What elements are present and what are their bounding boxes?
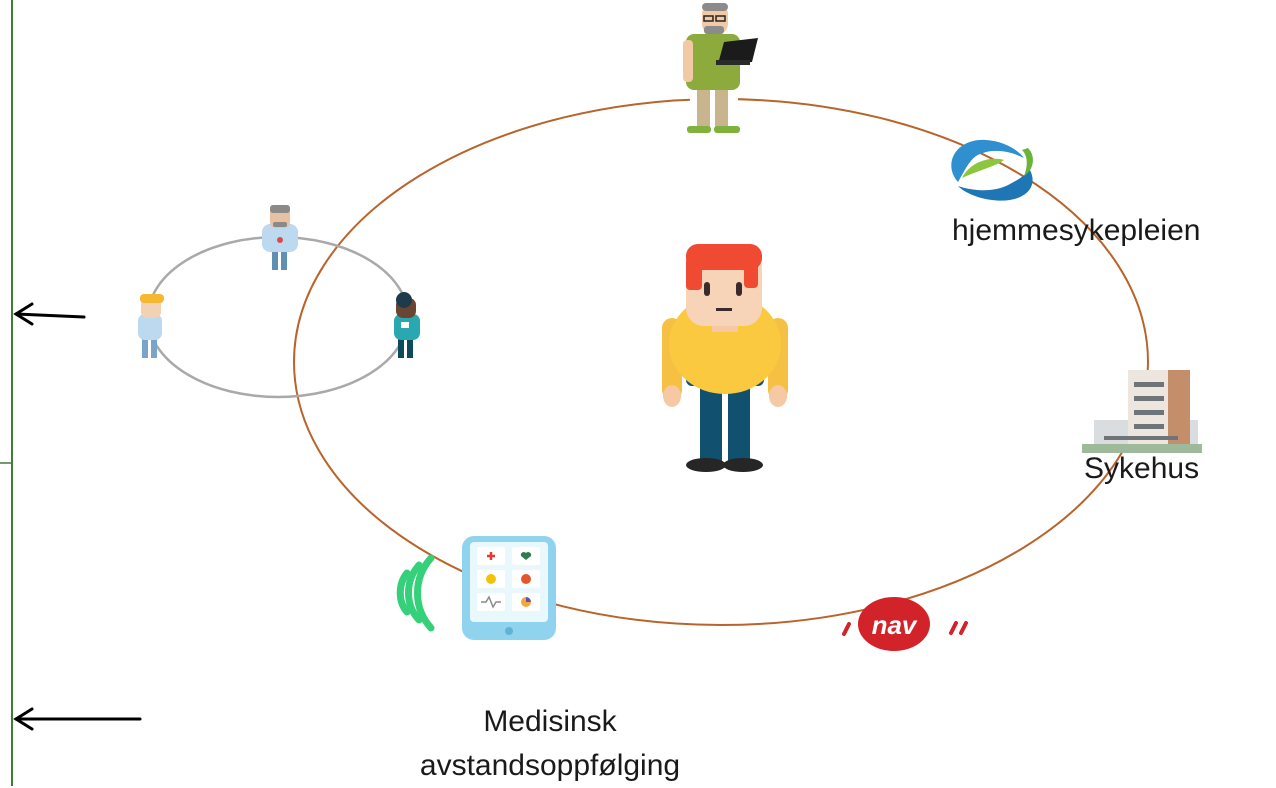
blonde-person-icon [138,294,164,358]
patient-person-icon [662,244,788,472]
health-tablet-icon [462,536,556,640]
nav-logo-icon: nav [842,597,968,651]
remote-followup-label-line2: avstandsoppfølging [419,749,681,782]
home-care-hands-logo-icon [951,139,1033,201]
nav-logo-text: nav [872,610,918,640]
hospital-building-icon [1082,370,1202,453]
hospital-label: Sykehus [1084,452,1200,485]
arrow-lower [13,707,142,731]
doctor-person-icon [262,205,298,270]
remote-followup-label-line1: Medisinsk [483,705,617,738]
home-care-label: hjemmesykepleien [952,214,1201,247]
caregiver-with-laptop-icon [683,3,758,134]
remote-followup-label: Medisinsk avstandsoppfølging [340,700,760,788]
arrow-upper [13,302,86,326]
nurse-person-icon [394,292,420,358]
wireless-signal-icon [396,554,435,632]
